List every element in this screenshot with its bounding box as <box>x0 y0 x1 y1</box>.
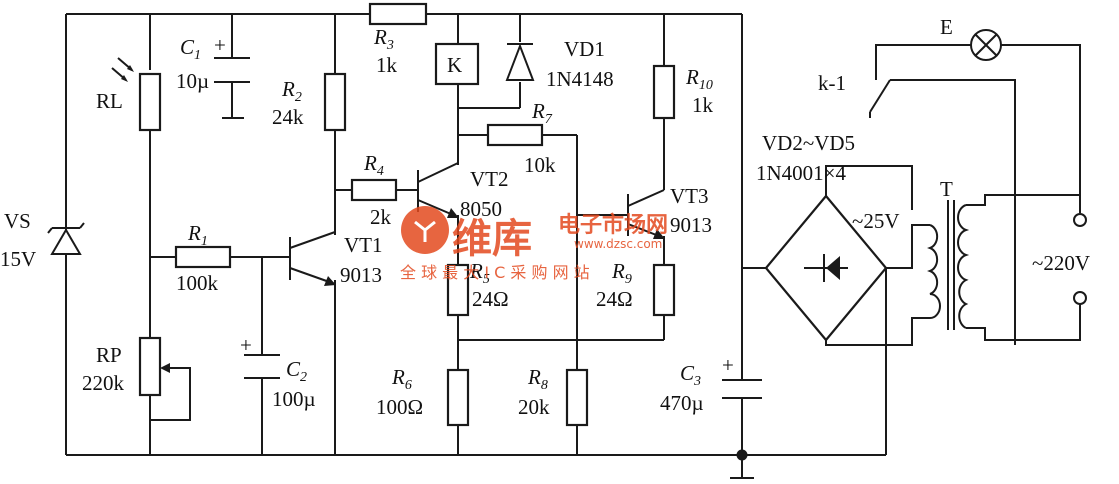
r8-value: 20k <box>518 395 550 419</box>
relay-contact-k1 <box>869 45 891 118</box>
zener-vs <box>47 222 85 255</box>
r6-ref: R6 <box>391 365 412 393</box>
capacitor-c3 <box>722 379 762 399</box>
r1-value: 100k <box>176 271 219 295</box>
r4-ref: R4 <box>363 151 384 179</box>
labels: VS 15V RL C1 10µ R3 1k K VD1 1N4148 R2 2… <box>0 15 1090 419</box>
vt3-ref: VT3 <box>670 184 709 208</box>
r2-value: 24k <box>272 105 304 129</box>
vs-value: 15V <box>0 247 36 271</box>
primary-voltage: ~220V <box>1032 251 1090 275</box>
rp-value: 220k <box>82 371 125 395</box>
transistor-vt2 <box>417 162 459 218</box>
resistor-r6 <box>446 368 470 427</box>
r9-ref: R9 <box>611 259 632 287</box>
transistor-vt1 <box>289 231 336 286</box>
c1-ref: C1 <box>180 35 201 63</box>
capacitor-c1 <box>214 57 250 83</box>
lamp-label: E <box>940 15 953 39</box>
vt1-value: 9013 <box>340 263 382 287</box>
r5-value: 24Ω <box>472 287 509 311</box>
c3-plus: + <box>722 353 734 377</box>
r8-ref: R8 <box>527 365 548 393</box>
potentiometer-rp <box>138 336 190 397</box>
c1-value: 10µ <box>176 69 209 93</box>
c2-plus: + <box>240 333 252 357</box>
resistor-r10 <box>652 64 676 120</box>
r3-value: 1k <box>376 53 398 77</box>
resistor-r1 <box>174 245 232 269</box>
watermark-brand: 维库 <box>452 216 532 262</box>
r9-value: 24Ω <box>596 287 633 311</box>
rl-ref: RL <box>96 89 123 113</box>
watermark: 维库 电子市场网 www.dzsc.com 全 球 最 大 I C 采 购 网 … <box>400 206 668 282</box>
c1-plus: + <box>214 33 226 57</box>
resistor-r3 <box>368 2 428 26</box>
r7-ref: R7 <box>531 99 553 127</box>
r10-value: 1k <box>692 93 714 117</box>
relay-k-label: K <box>447 53 462 77</box>
lamp-e <box>970 29 1002 61</box>
secondary-voltage: ~25V <box>852 209 900 233</box>
resistor-r7 <box>486 123 544 147</box>
capacitor-c2 <box>244 354 280 379</box>
c3-ref: C3 <box>680 361 701 389</box>
c3-value: 470µ <box>660 391 704 415</box>
vt2-value: 8050 <box>460 197 502 221</box>
transistor-vt3 <box>627 189 665 239</box>
bridge-value: 1N4001×4 <box>756 161 847 185</box>
c2-ref: C2 <box>286 357 307 385</box>
c2-value: 100µ <box>272 387 316 411</box>
r4-value: 2k <box>370 205 392 229</box>
resistor-r9 <box>652 263 676 317</box>
photoresistor-rl <box>111 57 162 132</box>
vs-ref: VS <box>4 209 31 233</box>
resistor-r2 <box>323 72 347 132</box>
vd1-value: 1N4148 <box>546 67 614 91</box>
diode-vd1 <box>505 43 535 81</box>
bridge-rectifier <box>764 194 888 342</box>
r5-ref: R5 <box>469 259 490 287</box>
r10-ref: R10 <box>685 65 713 93</box>
resistor-r5 <box>446 263 470 317</box>
watermark-tagline: 全 球 最 大 I C 采 购 网 站 <box>400 263 590 282</box>
vd1-ref: VD1 <box>564 37 605 61</box>
watermark-url: www.dzsc.com <box>574 237 662 251</box>
resistor-r8 <box>565 368 589 427</box>
relay-k <box>434 42 480 86</box>
ac-terminals <box>1073 213 1087 305</box>
r2-ref: R2 <box>281 77 302 105</box>
vt2-ref: VT2 <box>470 167 509 191</box>
r6-value: 100Ω <box>376 395 423 419</box>
rp-ref: RP <box>96 343 122 367</box>
junction-dots <box>736 449 748 461</box>
r1-ref: R1 <box>187 221 208 249</box>
transformer-ref: T <box>940 177 953 201</box>
r7-value: 10k <box>524 153 556 177</box>
r3-ref: R3 <box>373 25 394 53</box>
transformer-t <box>927 200 970 330</box>
wires <box>65 13 1081 479</box>
relay-contact-label: k-1 <box>818 71 846 95</box>
resistor-r4 <box>350 178 398 202</box>
vt3-value: 9013 <box>670 213 712 237</box>
bridge-ref: VD2~VD5 <box>762 131 855 155</box>
vt1-ref: VT1 <box>344 233 383 257</box>
watermark-cn: 电子市场网 <box>558 212 668 238</box>
